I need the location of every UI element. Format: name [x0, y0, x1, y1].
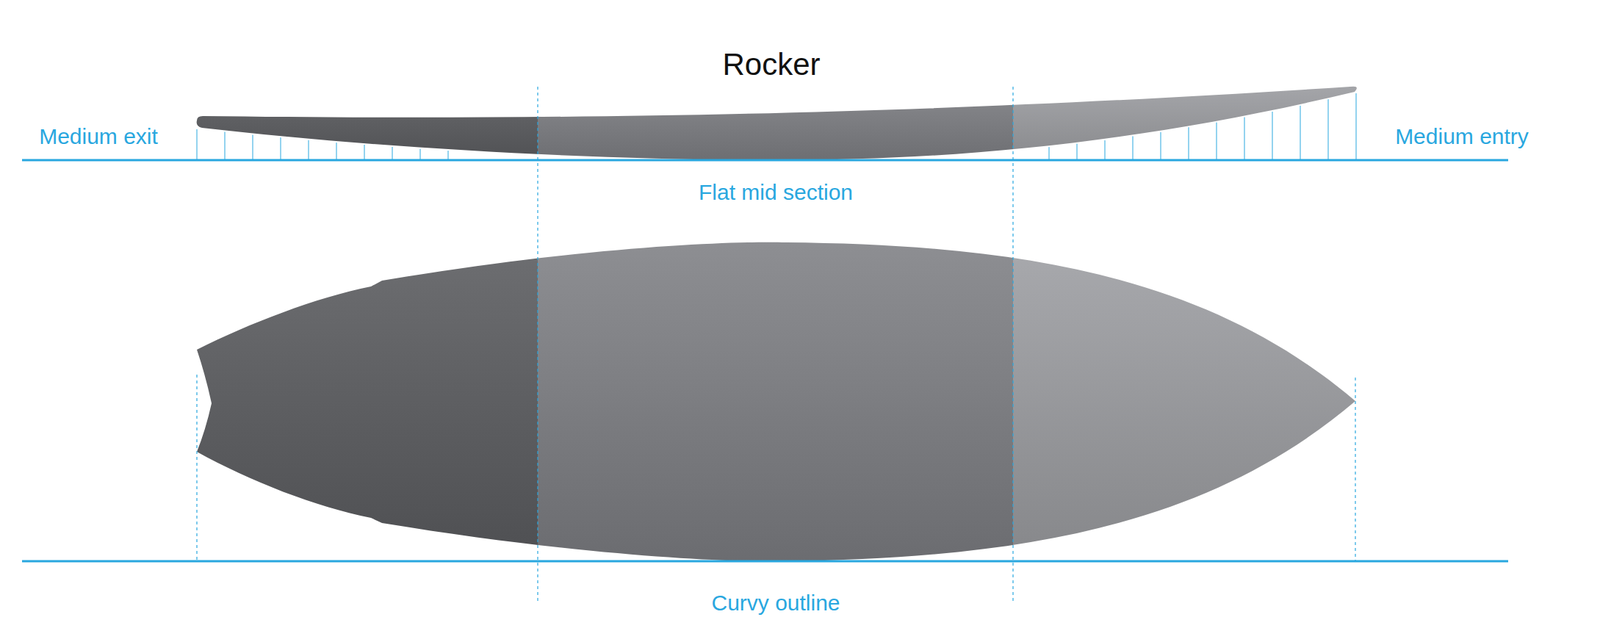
diagram-title: Rocker [722, 47, 820, 83]
hatch-line [1244, 117, 1246, 161]
hatch-line [448, 150, 449, 161]
hatch-line [1272, 111, 1274, 161]
hatch-line [1356, 93, 1357, 161]
outline-baseline [22, 560, 1509, 563]
rocker-baseline [22, 159, 1509, 162]
hatch-line [224, 131, 226, 161]
hatch-line [1049, 146, 1050, 161]
hatch-line [392, 146, 394, 161]
section-guides [196, 86, 1356, 603]
hatch-line [1188, 127, 1190, 161]
hatch-line [280, 137, 282, 161]
rocker-hatch [196, 93, 1357, 161]
hatch-line [1104, 140, 1106, 161]
hatch-line [1076, 143, 1078, 161]
hatch-line [1300, 105, 1302, 161]
hatch-line [364, 144, 366, 161]
section-label: Flat mid section [698, 179, 853, 205]
hatch-line [420, 149, 421, 161]
section-label: Medium entry [1395, 124, 1529, 150]
hatch-line [336, 142, 338, 161]
board-outline [183, 235, 1366, 574]
rocker-profile [183, 73, 1366, 169]
hatch-line [1132, 135, 1134, 161]
hatch-line [1216, 122, 1218, 161]
hatch-line [1328, 99, 1329, 161]
hatch-line [1160, 132, 1162, 161]
hatch-line [252, 135, 254, 161]
hatch-line [308, 140, 310, 161]
section-label: Medium exit [38, 124, 158, 150]
section-label: Curvy outline [711, 590, 840, 616]
hatch-line [196, 129, 198, 161]
